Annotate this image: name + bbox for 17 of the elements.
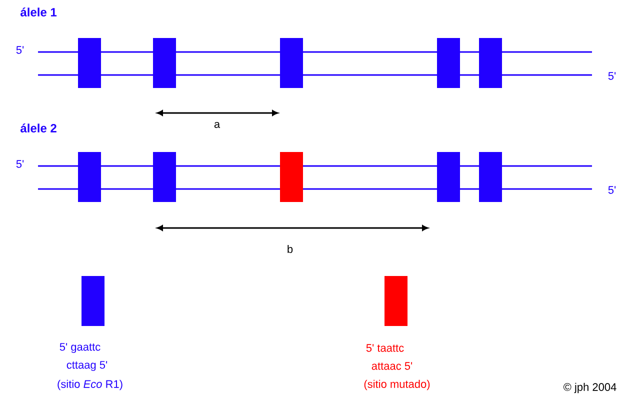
site-sequence: attaac 5' [372, 362, 412, 370]
site-box [384, 276, 408, 326]
end-label: 5' [608, 72, 616, 80]
site-sequence: 5' taattc [366, 344, 404, 352]
site-box [82, 276, 104, 326]
site-sequence: cttaag 5' [66, 361, 108, 371]
end-label: 5' [16, 46, 24, 54]
distance-label: b [288, 244, 293, 254]
copyright-note: © jph 2004 [564, 382, 616, 394]
allele-heading: álele 2 [20, 124, 56, 132]
allele-heading: álele 1 [20, 8, 57, 16]
site-sequence: (sitio Eco R1) [58, 380, 122, 390]
site-sequence: (sitio mutado) [364, 380, 430, 390]
distance-label: a [214, 122, 220, 128]
end-label: 5' [608, 186, 616, 194]
end-label: 5' [16, 160, 24, 168]
site-sequence: 5' gaattc [60, 343, 100, 353]
